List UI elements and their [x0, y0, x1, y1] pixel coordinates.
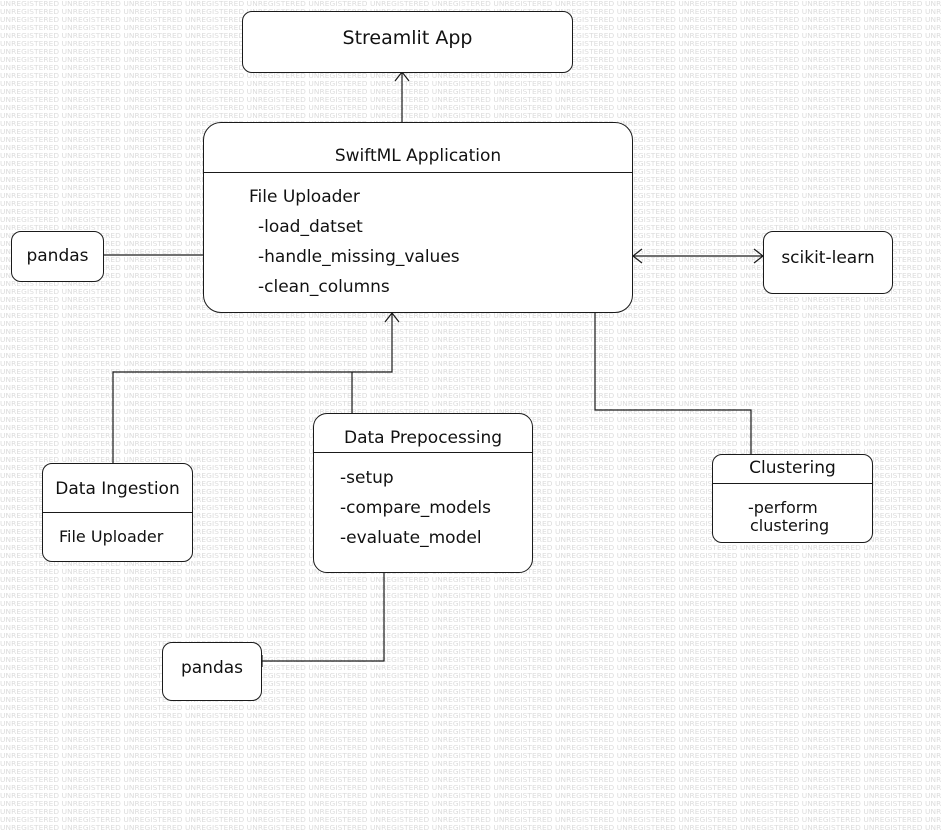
swiftml-section-label: File Uploader	[249, 187, 360, 207]
swiftml-method: -handle_missing_values	[258, 247, 460, 267]
pandas-top-box: pandas	[11, 231, 104, 282]
arrowhead-up-swiftml-bottom	[384, 312, 400, 323]
connector-pandas-to-preprocessing	[262, 573, 385, 662]
data-ingestion-divider	[43, 512, 192, 513]
swiftml-divider	[204, 172, 632, 173]
data-preprocessing-divider	[314, 452, 532, 453]
clustering-box: Clustering -perform clustering	[712, 454, 873, 543]
data-ingestion-body: File Uploader	[59, 527, 164, 546]
data-preprocessing-method: -setup	[340, 468, 394, 488]
clustering-body-line: -perform	[748, 498, 818, 517]
pandas-bottom-box: pandas	[162, 642, 262, 701]
clustering-title: Clustering	[749, 458, 836, 478]
streamlit-app-label: Streamlit App	[342, 27, 473, 49]
connector-data-ingestion-to-swiftml	[112, 313, 393, 463]
data-preprocessing-box: Data Prepocessing -setup -compare_models…	[313, 413, 533, 573]
swiftml-application-box: SwiftML Application File Uploader -load_…	[203, 122, 633, 313]
clustering-divider	[713, 483, 872, 484]
data-preprocessing-title: Data Prepocessing	[343, 428, 503, 448]
data-ingestion-title: Data Ingestion	[55, 479, 180, 499]
scikit-learn-box: scikit-learn	[763, 231, 893, 294]
streamlit-app-box: Streamlit App	[242, 11, 573, 73]
swiftml-method: -clean_columns	[258, 277, 390, 297]
arrowhead-left	[632, 248, 643, 264]
scikit-learn-label: scikit-learn	[781, 248, 875, 268]
pandas-top-label: pandas	[26, 246, 89, 266]
swiftml-method: -load_datset	[258, 217, 363, 237]
swiftml-application-title: SwiftML Application	[334, 146, 502, 166]
connector-swiftml-to-clustering	[594, 313, 752, 454]
data-ingestion-box: Data Ingestion File Uploader	[42, 463, 193, 562]
data-preprocessing-method: -evaluate_model	[340, 528, 482, 548]
pandas-bottom-label: pandas	[180, 658, 244, 678]
clustering-body-line: clustering	[750, 516, 830, 535]
data-preprocessing-method: -compare_models	[340, 498, 492, 518]
